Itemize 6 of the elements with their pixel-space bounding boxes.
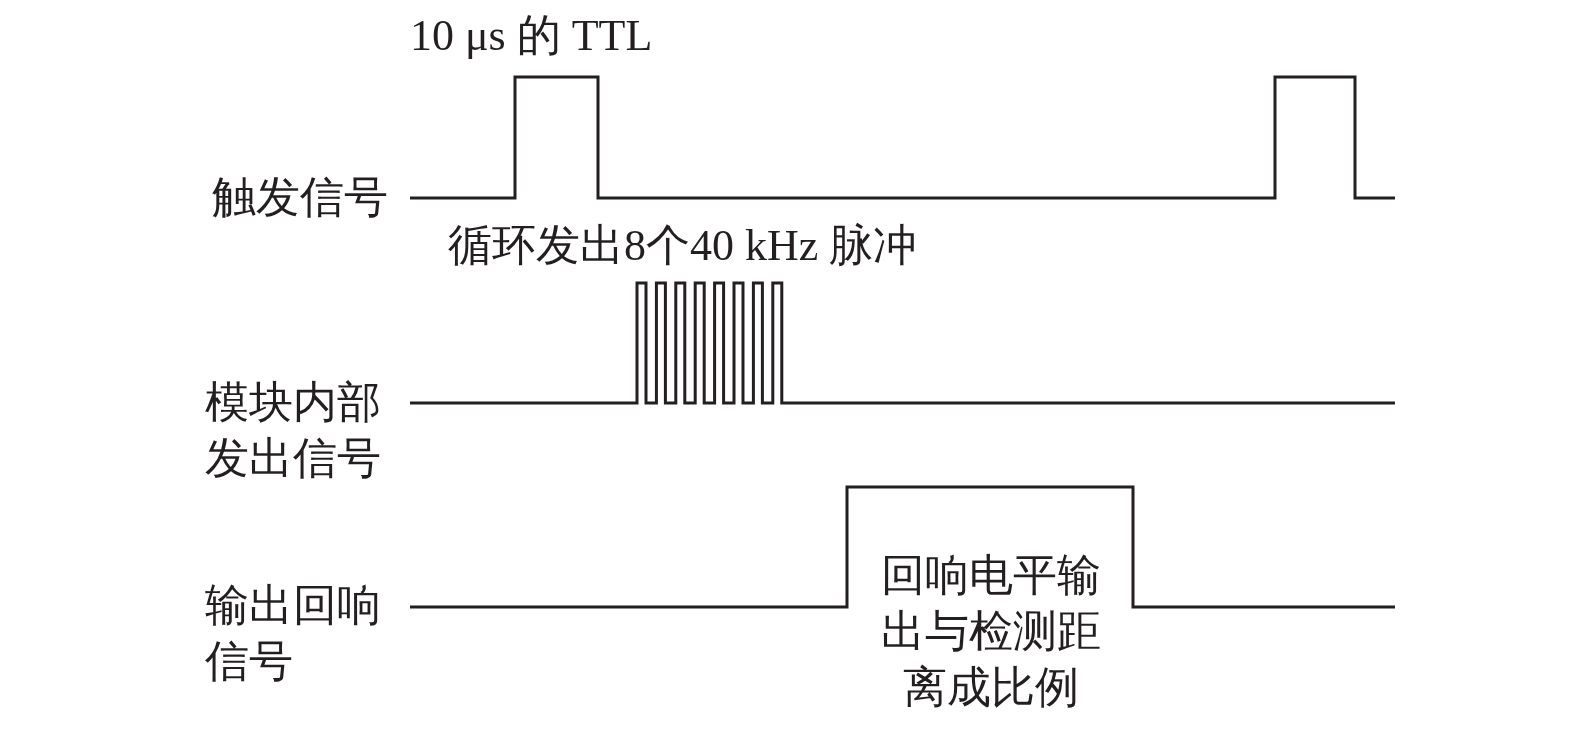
pulse-label: 循环发出8个40 kHz 脉冲 bbox=[448, 220, 919, 272]
pulse-label: 10 μs 的 TTL bbox=[410, 10, 654, 62]
signal-name: 模块内部发出信号 bbox=[205, 377, 382, 485]
note-text: 回响电平输出与检测距离成比例 bbox=[879, 550, 1102, 714]
signal-name: 输出回响信号 bbox=[205, 580, 382, 688]
signal-name: 触发信号 bbox=[211, 172, 388, 224]
